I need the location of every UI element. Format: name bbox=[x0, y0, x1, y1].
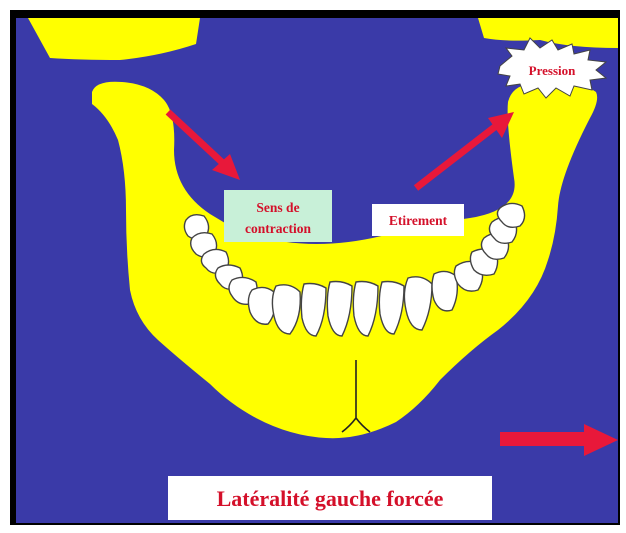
slide-title: Latéralité gauche forcée bbox=[217, 486, 444, 511]
contraction-label-line2: contraction bbox=[245, 221, 311, 236]
contraction-label-line1: Sens de bbox=[256, 200, 299, 215]
pression-label: Pression bbox=[529, 63, 576, 78]
stretch-label: Etirement bbox=[389, 213, 448, 228]
